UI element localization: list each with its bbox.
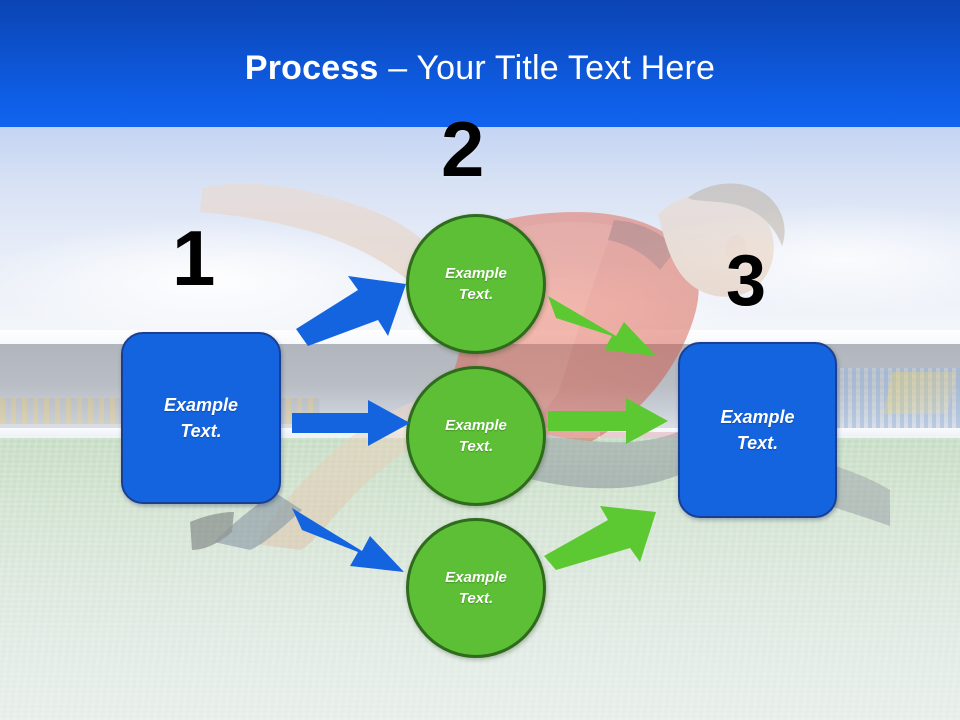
step-number-2: 2 xyxy=(441,105,485,193)
process-circle-1-label: Example Text. xyxy=(445,263,507,305)
process-box-step3-line2: Text. xyxy=(736,433,779,453)
page-title-strong: Process xyxy=(244,49,379,87)
process-circle-2-line1: Example xyxy=(445,417,507,434)
step-number-3: 3 xyxy=(726,241,767,321)
process-box-step1-line1: Example xyxy=(163,395,239,415)
process-circle-2-label: Example Text. xyxy=(445,415,507,457)
process-box-step1-line2: Text. xyxy=(180,421,222,441)
process-box-step3-line1: Example xyxy=(720,407,795,427)
page-title: Process – Your Title Text Here xyxy=(0,48,960,88)
process-circle-1-line1: Example xyxy=(445,265,507,282)
process-circle-3-line2: Text. xyxy=(458,590,494,607)
page-title-rest: Your Title Text Here xyxy=(416,49,716,87)
process-box-step1-label: Example Text. xyxy=(164,392,238,444)
process-box-step3-label: Example Text. xyxy=(720,404,794,456)
process-circle-3[interactable]: Example Text. xyxy=(406,518,546,658)
process-circle-1-line2: Text. xyxy=(458,286,494,303)
process-circle-3-line1: Example xyxy=(445,569,507,586)
page-title-dash: – xyxy=(378,49,417,87)
process-box-step1[interactable]: Example Text. xyxy=(121,332,281,504)
process-circle-1[interactable]: Example Text. xyxy=(406,214,546,354)
step-number-1: 1 xyxy=(172,214,216,302)
process-box-step3[interactable]: Example Text. xyxy=(678,342,837,518)
title-bar xyxy=(0,0,960,127)
process-circle-2[interactable]: Example Text. xyxy=(406,366,546,506)
process-circle-3-label: Example Text. xyxy=(445,567,507,609)
process-circle-2-line2: Text. xyxy=(458,438,494,455)
